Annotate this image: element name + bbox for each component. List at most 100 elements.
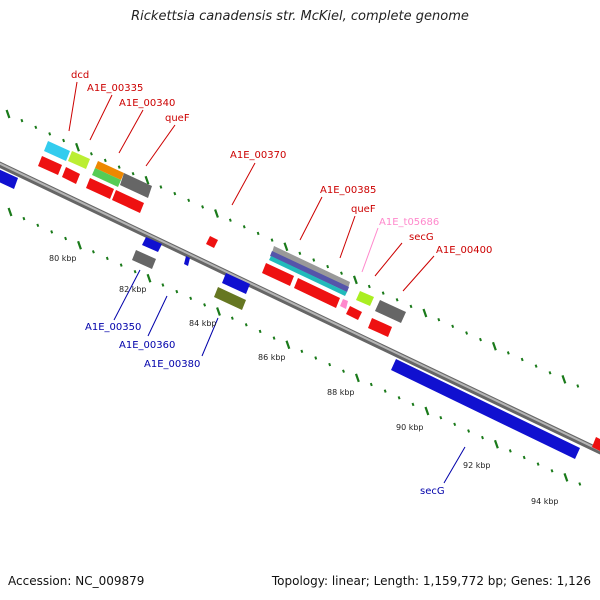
tick-mark	[64, 236, 68, 241]
gene-label-a1e-t05686[interactable]: A1E_t05686	[379, 217, 439, 228]
tick-marks	[5, 109, 582, 486]
tick-mark	[242, 225, 246, 229]
tick-mark	[244, 323, 248, 327]
gene-label-quef-2[interactable]: queF	[351, 204, 376, 215]
tick-mark	[36, 223, 40, 228]
scale-label: 84 kbp	[189, 319, 217, 328]
tick-mark	[548, 371, 552, 375]
gene-arrow[interactable]	[142, 237, 162, 252]
gene-label-a1e-00350[interactable]: A1E_00350	[85, 322, 141, 333]
gene-arrow[interactable]	[86, 178, 114, 199]
scale-label: 82 kbp	[119, 285, 147, 294]
gene-label-a1e-00370[interactable]: A1E_00370	[230, 150, 286, 161]
gene-label-secg-fwd[interactable]: secG	[409, 232, 434, 243]
gene-arrow[interactable]	[112, 190, 144, 213]
tick-mark	[395, 298, 399, 302]
tick-mark	[493, 439, 499, 449]
gene-arrow[interactable]	[368, 318, 392, 337]
gene-label-a1e-00385[interactable]: A1E_00385	[320, 185, 376, 196]
gene-label-a1e-00335[interactable]: A1E_00335	[87, 83, 143, 94]
tick-mark	[369, 382, 373, 387]
gene-arrow-a1e-00350[interactable]	[132, 250, 156, 269]
gene-arrow[interactable]	[346, 306, 362, 320]
tick-mark	[328, 362, 332, 367]
tick-mark	[506, 351, 510, 355]
tick-mark	[439, 415, 443, 420]
forward-leaders	[68, 81, 435, 292]
gene-arrow[interactable]	[38, 156, 62, 175]
gene-arrow-dcd[interactable]	[44, 141, 70, 161]
tick-mark	[283, 242, 289, 252]
tick-mark	[352, 275, 358, 285]
tick-mark	[48, 132, 52, 136]
gene-arrow-a1e-00370[interactable]	[206, 236, 218, 248]
gene-arrow-a1e-00400[interactable]	[375, 300, 406, 323]
tick-mark	[230, 316, 234, 320]
gene-arrow-a1e-00380[interactable]	[214, 287, 246, 310]
tick-mark	[491, 341, 497, 351]
gene-arrow-secg-fwd[interactable]	[356, 291, 374, 306]
gene-arrow[interactable]	[294, 278, 340, 308]
tick-mark	[451, 324, 455, 329]
gene-label-a1e-00360[interactable]: A1E_00360	[119, 340, 175, 351]
gene-arrow[interactable]	[62, 167, 80, 184]
gene-arrow[interactable]	[262, 263, 294, 286]
gene-arrow-a1e-00335[interactable]	[68, 151, 90, 169]
tick-mark	[187, 198, 191, 203]
page-title: Rickettsia canadensis str. McKiel, compl…	[131, 9, 469, 24]
reverse-labels: A1E_00350 A1E_00360 A1E_00380 secG	[85, 322, 445, 497]
gene-label-quef-1[interactable]: queF	[165, 113, 190, 124]
tick-mark	[159, 185, 163, 189]
summary-text: Topology: linear; Length: 1,159,772 bp; …	[271, 574, 591, 588]
tick-mark	[22, 216, 26, 221]
tick-mark	[465, 331, 469, 335]
tick-mark	[228, 218, 232, 222]
tick-mark	[119, 263, 123, 267]
gene-arrow[interactable]	[592, 437, 600, 452]
gene-label-a1e-00380[interactable]: A1E_00380	[144, 359, 200, 370]
tick-mark	[216, 307, 221, 316]
tick-mark	[161, 283, 165, 287]
gene-arrow-quef-1[interactable]	[120, 173, 152, 198]
forward-strand	[0, 141, 600, 452]
tick-mark	[256, 231, 260, 236]
scale-label: 92 kbp	[463, 461, 491, 470]
tick-mark	[479, 337, 482, 342]
gene-label-a1e-00400[interactable]: A1E_00400	[436, 245, 492, 256]
tick-mark	[189, 296, 193, 301]
tick-mark	[534, 364, 538, 368]
scale-labels: 80 kbp 82 kbp 84 kbp 86 kbp 88 kbp 90 kb…	[49, 254, 559, 506]
tick-mark	[326, 264, 330, 269]
tick-mark	[77, 240, 82, 250]
gene-arrow-a1e-00340-b[interactable]	[92, 168, 121, 187]
gene-arrow[interactable]	[222, 273, 250, 294]
tick-mark	[258, 329, 262, 334]
gene-arrow-a1e-00340[interactable]	[95, 161, 124, 180]
tick-mark	[522, 455, 526, 460]
tick-mark	[62, 138, 66, 143]
tick-mark	[576, 384, 580, 388]
gene-label-dcd[interactable]: dcd	[71, 70, 89, 81]
gene-arrow-a1e-00385-inner[interactable]	[270, 251, 349, 292]
forward-labels: dcd A1E_00335 A1E_00340 queF A1E_00370 A…	[71, 70, 492, 256]
tick-mark	[272, 336, 276, 340]
tick-mark	[340, 271, 343, 275]
accession-text: Accession: NC_009879	[8, 574, 145, 588]
gene-arrow-a1e-00360[interactable]	[184, 256, 190, 266]
gene-label-a1e-00340[interactable]: A1E_00340	[119, 98, 175, 109]
tick-mark	[453, 422, 457, 427]
tick-mark	[481, 435, 484, 440]
tick-mark	[5, 109, 11, 119]
tick-mark	[508, 449, 512, 453]
gene-arrow[interactable]	[0, 166, 18, 189]
scale-label: 86 kbp	[258, 353, 286, 362]
gene-arrow-a1e-t05686[interactable]	[340, 299, 348, 309]
tick-mark	[34, 125, 38, 130]
tick-mark	[270, 238, 274, 242]
gene-label-secg-rev[interactable]: secG	[420, 486, 445, 497]
tick-mark	[203, 303, 207, 307]
gene-arrow-quef-2[interactable]	[269, 256, 347, 296]
tick-mark	[50, 230, 54, 234]
gene-arrow-secg-rev[interactable]	[391, 359, 580, 459]
